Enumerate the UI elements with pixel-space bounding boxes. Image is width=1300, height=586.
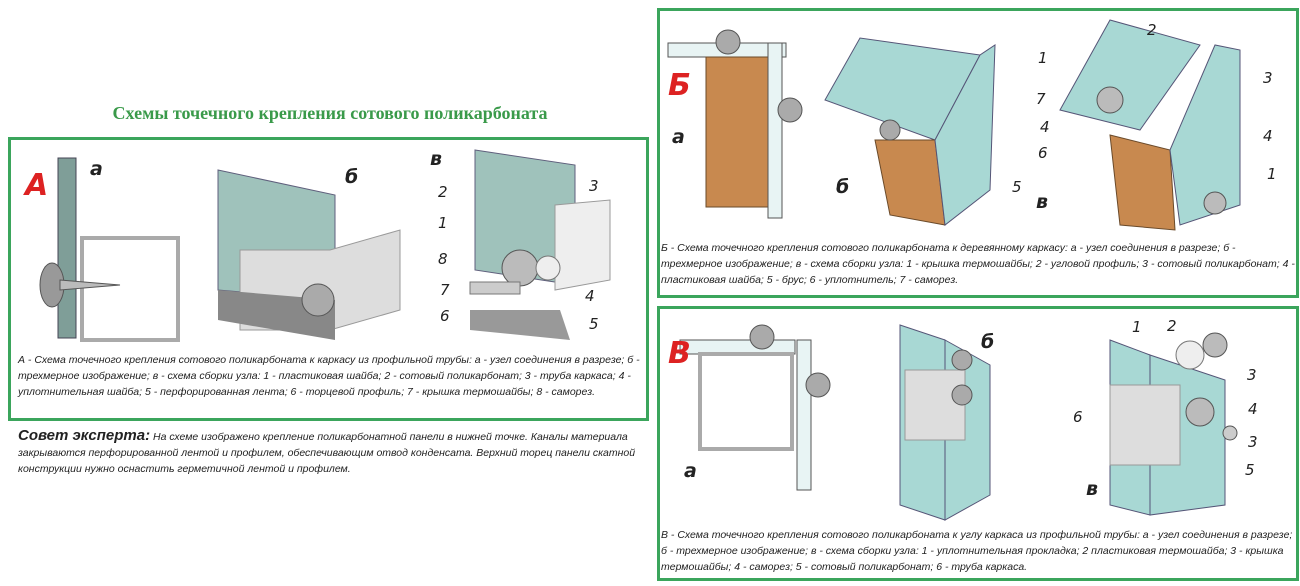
panel-v-assembly-drawing (1109, 332, 1238, 516)
callout: 3 (1263, 69, 1273, 87)
panel-v-sub-a: а (684, 460, 697, 482)
callout: 5 (589, 315, 599, 333)
panel-a-caption: А - Схема точечного крепления сотового п… (18, 354, 640, 398)
page-title: Схемы точечного крепления сотового полик… (112, 103, 548, 123)
callout: 3 (1247, 366, 1257, 384)
panel-b-caption: Б - Схема точечного крепления сотового п… (661, 242, 1295, 286)
panel-a-3d-drawing (217, 169, 401, 340)
panel-b-sub-b: б (836, 176, 850, 198)
panel-a-assembly-drawing (469, 149, 611, 340)
callout: 7 (440, 281, 450, 299)
callout: 4 (585, 287, 595, 305)
panel-b-3d-drawing (824, 37, 996, 226)
panel-a-sub-a: а (90, 158, 103, 180)
callout: 6 (1038, 144, 1048, 162)
advice-heading: Совет эксперта: (18, 427, 151, 444)
panel-v-3d-drawing (899, 324, 991, 521)
callout: 6 (440, 307, 450, 325)
callout: 2 (1167, 317, 1177, 335)
panel-a-section-drawing (39, 157, 180, 342)
callout: 5 (1012, 178, 1022, 196)
callout: 4 (1263, 127, 1273, 145)
callout: 2 (438, 183, 448, 201)
callout: 3 (589, 177, 599, 195)
callout: 1 (1132, 318, 1142, 336)
panel-b-letter: Б (668, 68, 691, 103)
panel-a-sub-b: б (345, 166, 359, 188)
callout: 4 (1248, 400, 1258, 418)
panel-a-sub-v: в (430, 148, 443, 170)
panel-a (8, 137, 649, 421)
panel-a-letter: А (25, 168, 49, 203)
callout: 1 (1038, 49, 1048, 67)
callout: 7 (1036, 90, 1046, 108)
panel-v-sub-b: б (981, 331, 995, 353)
panel-b (657, 8, 1299, 298)
callout: 5 (1245, 461, 1255, 479)
panel-b-assembly-drawing (1059, 19, 1241, 231)
advice-text: На схеме изображено крепление поликарбон… (18, 431, 636, 475)
callout: 6 (1073, 408, 1083, 426)
callout: 1 (438, 214, 448, 232)
panel-v-caption: В - Схема точечного крепления сотового п… (661, 529, 1293, 573)
panel-b-sub-a: а (672, 126, 685, 148)
callout: 4 (1040, 118, 1050, 136)
panel-b-section-drawing (667, 29, 803, 219)
panel-v-letter: В (668, 336, 691, 371)
callout: 3 (1248, 433, 1258, 451)
panel-v-section-drawing (679, 324, 831, 491)
panel-b-sub-v: в (1036, 191, 1049, 213)
callout: 1 (1267, 165, 1277, 183)
panel-v-sub-v: в (1086, 478, 1099, 500)
callout: 8 (438, 250, 448, 268)
panel-v (657, 306, 1299, 581)
callout: 2 (1147, 21, 1157, 39)
expert-advice: Совет эксперта: На схеме изображено креп… (18, 428, 648, 477)
